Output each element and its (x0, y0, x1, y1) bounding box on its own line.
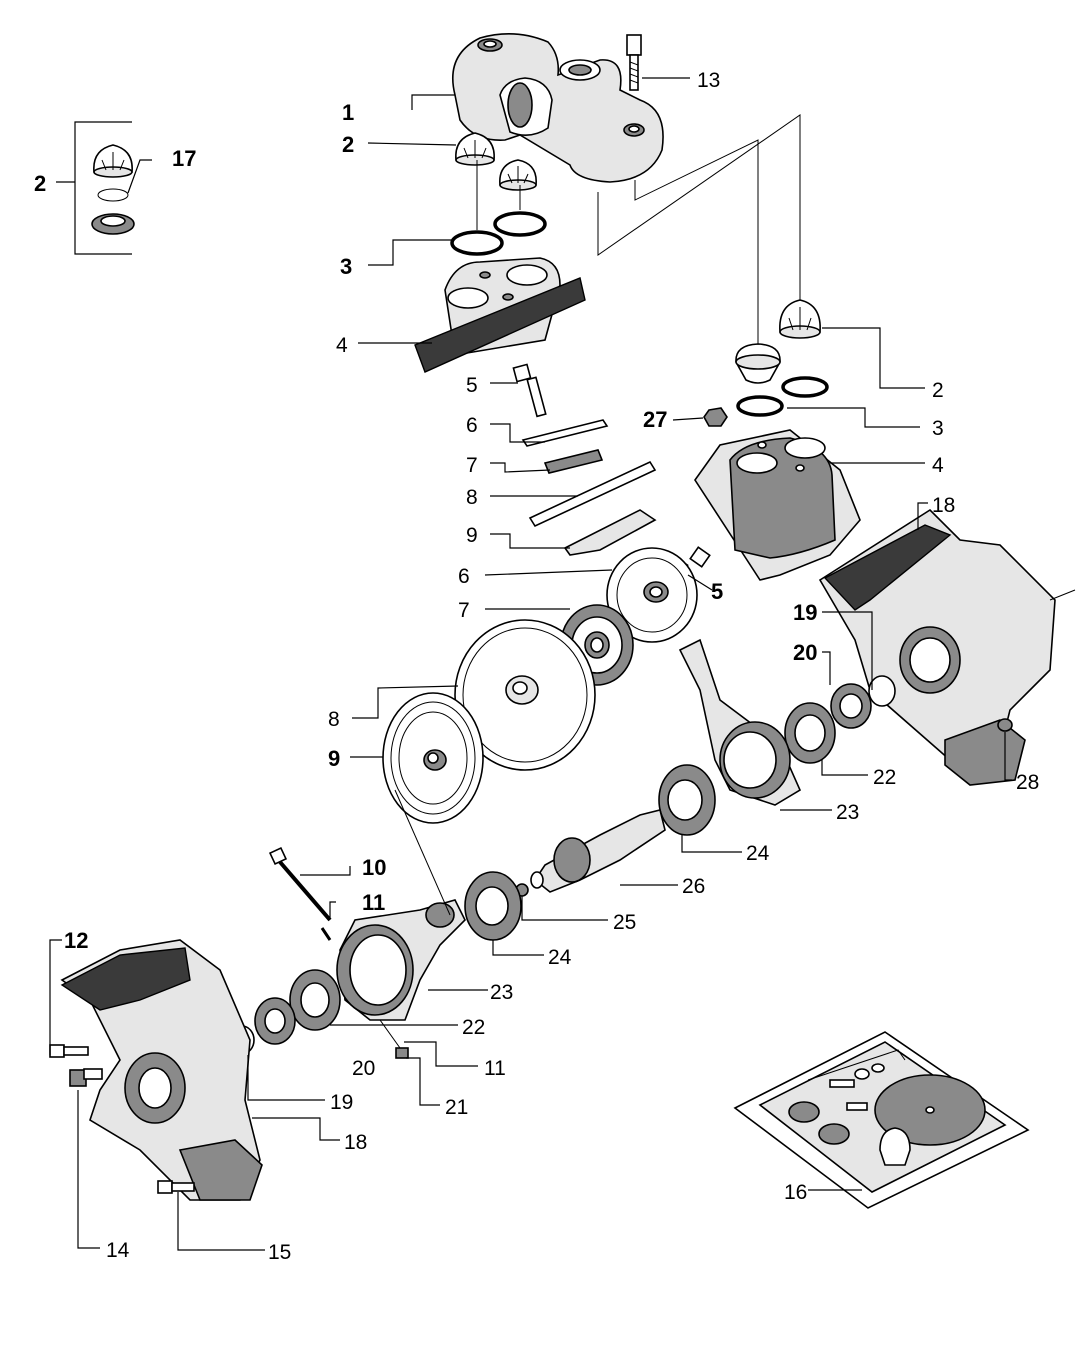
screw-21 (395, 1047, 409, 1059)
nut-27 (703, 407, 728, 427)
callout-17: 17 (172, 146, 196, 171)
valve-housing-4-upper (414, 257, 586, 373)
callout-22: 22 (873, 766, 896, 789)
callout-3: 3 (340, 254, 352, 279)
callout-20: 20 (352, 1057, 375, 1080)
callout-7: 7 (466, 454, 478, 477)
callout-27: 27 (643, 407, 667, 432)
callout-8: 8 (466, 486, 478, 509)
callout-16: 16 (784, 1181, 807, 1204)
callout-2: 2 (932, 379, 944, 402)
o-ring-3-right-side-a (781, 376, 829, 398)
manifold-head (451, 33, 664, 183)
callout-1: 1 (342, 100, 354, 125)
callout-12: 12 (64, 928, 88, 953)
callout-2: 2 (34, 171, 46, 196)
callout-19: 19 (330, 1091, 353, 1114)
diaphragm-8 (454, 619, 596, 771)
callout-18: 18 (344, 1131, 367, 1154)
callout-23: 23 (490, 981, 513, 1004)
callout-8: 8 (328, 708, 340, 731)
bolt-5-upper (512, 363, 547, 418)
callout-22: 22 (462, 1016, 485, 1039)
callout-24: 24 (746, 842, 770, 865)
diaphragm-stack-edge (521, 419, 657, 556)
plate-6 (606, 547, 698, 643)
callout-4: 4 (336, 334, 348, 357)
pin-11 (320, 927, 332, 941)
callout-23: 23 (836, 801, 859, 824)
bolt-10 (268, 846, 332, 922)
callout-5: 5 (466, 374, 478, 397)
valve-spring-ring (97, 188, 129, 202)
valve-2-left (455, 132, 495, 166)
screw-15 (157, 1180, 195, 1194)
screw-12 (49, 1044, 89, 1058)
bearing-22-lower (289, 969, 341, 1031)
callout-25: 25 (613, 911, 636, 934)
callout-3: 3 (932, 417, 944, 440)
valve-seat (91, 213, 135, 235)
bearing-22-right (784, 702, 836, 764)
conrod-23-right (678, 638, 802, 806)
valve-detail-group (56, 121, 152, 255)
callout-24: 24 (548, 946, 572, 969)
callout-21: 21 (445, 1096, 468, 1119)
o-ring-3-left (450, 230, 504, 256)
crankcase-18-right (818, 508, 1076, 786)
service-kit-16 (733, 1031, 1030, 1209)
leader-lines (49, 77, 1012, 1251)
plate-9 (382, 692, 484, 824)
crankcase-18-left (60, 939, 263, 1201)
conrod-23-lower (336, 899, 466, 1021)
callout-19: 19 (793, 600, 817, 625)
bearing-24-lower (464, 871, 522, 941)
screw-14 (69, 1068, 103, 1087)
callout-6: 6 (458, 565, 470, 588)
crankshaft-26 (530, 809, 666, 893)
assembly-guide-lines (476, 114, 801, 350)
callout-14: 14 (106, 1239, 130, 1262)
callout-11: 11 (362, 890, 385, 915)
callout-9: 9 (466, 524, 478, 547)
valve-cage-right-side (735, 343, 781, 384)
o-ring-3-right-side-b (736, 395, 784, 417)
nut-28 (997, 718, 1013, 732)
o-ring-3-right (493, 211, 547, 237)
valve-2-right (499, 159, 537, 191)
callout-18: 18 (932, 494, 955, 517)
callout-28: 28 (1016, 771, 1039, 794)
ring-20-lower (254, 997, 296, 1045)
callout-10: 10 (362, 855, 386, 880)
callout-7: 7 (458, 599, 470, 622)
bolt-13 (626, 34, 642, 91)
callout-2: 2 (342, 132, 354, 157)
callout-4: 4 (932, 454, 944, 477)
callout-26: 26 (682, 875, 705, 898)
ring-20-right (830, 683, 872, 729)
valve-housing-4-right (694, 429, 861, 581)
callout-5: 5 (711, 579, 723, 604)
callout-9: 9 (328, 746, 340, 771)
callout-6: 6 (466, 414, 478, 437)
valve-2-right-side (779, 299, 821, 339)
seal-19-right (868, 675, 896, 707)
callout-11: 11 (484, 1057, 506, 1080)
callout-20: 20 (793, 640, 817, 665)
callout-labels: 1 2 2 17 3 4 13 5 6 7 8 9 6 5 7 8 9 2 27… (34, 69, 1039, 1264)
callout-13: 13 (697, 69, 720, 92)
callout-15: 15 (268, 1241, 291, 1264)
valve-cage (93, 144, 133, 178)
bearing-24-upper (658, 764, 716, 836)
